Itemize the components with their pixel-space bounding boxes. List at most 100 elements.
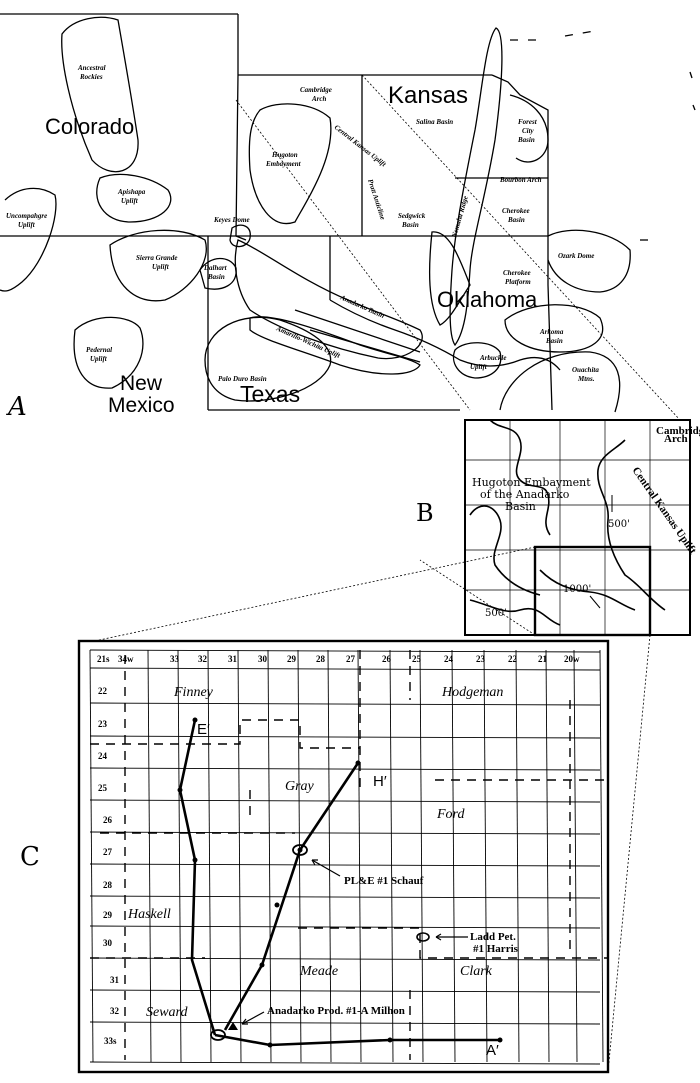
- section-line-h-prime: [223, 762, 360, 1031]
- township-label: 25: [98, 783, 108, 793]
- township-label: 32: [110, 1006, 120, 1016]
- sedgwick-label-2: Basin: [401, 221, 419, 229]
- anadarko-basin-label: Anadarko Basin: [338, 293, 385, 320]
- township-grid-line: [89, 799, 601, 803]
- range-label: 21: [538, 654, 548, 664]
- county-meade: Meade: [299, 964, 338, 979]
- panel-c-study-area: 21s 34w 33 32 31 30 29 28 27 26 25 24 23…: [20, 639, 610, 1074]
- range-grid-line: [389, 649, 394, 1063]
- dalhart-label-2: Basin: [207, 273, 225, 281]
- hugoton-label-1: Hugoton: [271, 151, 298, 159]
- range-grid-line: [545, 649, 550, 1063]
- apishapa-uplift-outline: [96, 173, 172, 223]
- hugoton-to-panel-b-line-1: [235, 99, 471, 411]
- panel-label-c: C: [20, 842, 40, 872]
- sierra-grande-label-2: Uplift: [152, 263, 170, 271]
- cambridge-arch-label-1: Cambridge: [300, 86, 332, 94]
- palo-duro-label: Palo Duro Basin: [218, 375, 267, 383]
- forest-city-basin-outline: [509, 94, 549, 163]
- panel-a-labels: A Colorado Kansas Oklahoma New Mexico Te…: [6, 64, 599, 422]
- county-clark: Clark: [460, 964, 493, 979]
- cherokee-platform-label-1: Cherokee: [503, 269, 531, 277]
- township-label: 31: [110, 975, 120, 985]
- arkoma-label-1: Arkoma: [539, 328, 564, 336]
- forest-city-label-2: City: [522, 127, 535, 135]
- wichita-anadarko-line-1: [294, 309, 421, 353]
- township-grid-line: [89, 1021, 601, 1025]
- panel-c-township-labels: 22 23 24 25 26 27 28 29 30 31 32 33s: [98, 686, 120, 1046]
- uncompahgre-label-1: Uncompahgre: [6, 212, 47, 220]
- apishapa-label-1: Apishapa: [117, 188, 146, 196]
- cambridge-arch-label-2: Arch: [311, 95, 327, 103]
- township-grid-line: [89, 667, 601, 671]
- township-label: 26: [103, 815, 113, 825]
- keyes-dome-outline: [229, 224, 251, 248]
- uncompahgre-uplift-outline: [0, 187, 57, 292]
- state-texas: Texas: [240, 381, 300, 407]
- oklahoma-east-border: [547, 236, 553, 411]
- township-grid-line: [89, 863, 601, 867]
- sierra-grande-uplift-outline: [109, 229, 207, 302]
- ouachita-label-1: Ouachita: [572, 366, 599, 374]
- forest-city-label-3: Basin: [517, 136, 535, 144]
- well-label-milhon: Anadarko Prod. #1-A Milhon: [267, 1005, 405, 1017]
- range-label: 25: [412, 654, 422, 664]
- state-new-mexico-line2: Mexico: [108, 394, 175, 417]
- hugoton-embayment-outline: [248, 103, 332, 225]
- pratt-anticline-label: Pratt Anticline: [366, 178, 387, 221]
- township-label: 27: [103, 847, 113, 857]
- arkoma-basin-outline: [504, 304, 604, 353]
- range-label: 31: [228, 654, 238, 664]
- range-grid-line: [207, 649, 212, 1063]
- hugoton-to-panel-b-line-2: [361, 74, 681, 421]
- range-label: 32: [198, 654, 208, 664]
- well-label-harris-1: Ladd Pet.: [470, 931, 516, 943]
- range-label: 24: [444, 654, 454, 664]
- township-grid-line: [89, 649, 601, 653]
- panel-c-township-grid: [89, 649, 604, 1065]
- panel-c-county-labels: Finney Hodgeman Gray Ford Haskell Meade …: [127, 685, 503, 1020]
- range-grid-line: [419, 649, 424, 1063]
- township-grid-line: [89, 702, 601, 706]
- kansas-east-border: [491, 74, 549, 236]
- palo-duro-basin-outline: [204, 316, 332, 402]
- amarillo-wichita-uplift-outline: [249, 316, 421, 375]
- panel-c-range-labels: 21s 34w 33 32 31 30 29 28 27 26 25 24 23…: [97, 654, 580, 664]
- section-end-e-prime: E′: [197, 721, 210, 738]
- township-grid-line: [89, 831, 601, 835]
- township-grid-line: [89, 767, 601, 771]
- panel-b-hugoton-label-3: Basin: [505, 500, 536, 513]
- panel-b-arrow-1000: [589, 595, 601, 609]
- range-grid-line: [483, 649, 488, 1063]
- well-milhon-marker: [210, 1029, 226, 1041]
- ouachita-mtns-outline: [499, 351, 621, 413]
- range-label: 28: [316, 654, 326, 664]
- panel-c-county-lines: [90, 650, 608, 1060]
- panel-label-a: A: [6, 392, 27, 422]
- panel-a-regional-map: [0, 13, 696, 421]
- range-grid-line: [267, 649, 272, 1063]
- arkoma-label-2: Basin: [545, 337, 563, 345]
- cherokee-platform-label-2: Platform: [505, 278, 531, 286]
- pedernal-label-2: Uplift: [90, 355, 108, 363]
- panel-b-grid: [465, 420, 690, 635]
- dashed-north-east: [510, 29, 601, 41]
- panel-b-contour-500-west: 500': [485, 608, 507, 619]
- panel-b-contours: [469, 419, 666, 626]
- range-label: 27: [346, 654, 356, 664]
- range-label: 34w: [118, 654, 134, 664]
- ouachita-label-2: Mtns.: [577, 375, 595, 383]
- range-grid-line: [237, 649, 242, 1063]
- panel-b-hugoton-label-2: of the Anadarko: [480, 488, 570, 501]
- county-ford: Ford: [436, 807, 465, 822]
- central-kansas-uplift-label: Central Kansas Uplift: [333, 123, 388, 169]
- colorado-kansas-border: [235, 14, 239, 237]
- panel-b-cambridge-label-2: Arch: [664, 433, 688, 445]
- range-label: 20w: [564, 654, 580, 664]
- panel-b-hugoton-label-1: Hugoton Embayment: [472, 476, 591, 489]
- township-grid-line: [89, 925, 601, 929]
- salina-basin-label: Salina Basin: [416, 118, 453, 126]
- township-label: 30: [103, 938, 113, 948]
- county-hodgeman: Hodgeman: [441, 685, 503, 700]
